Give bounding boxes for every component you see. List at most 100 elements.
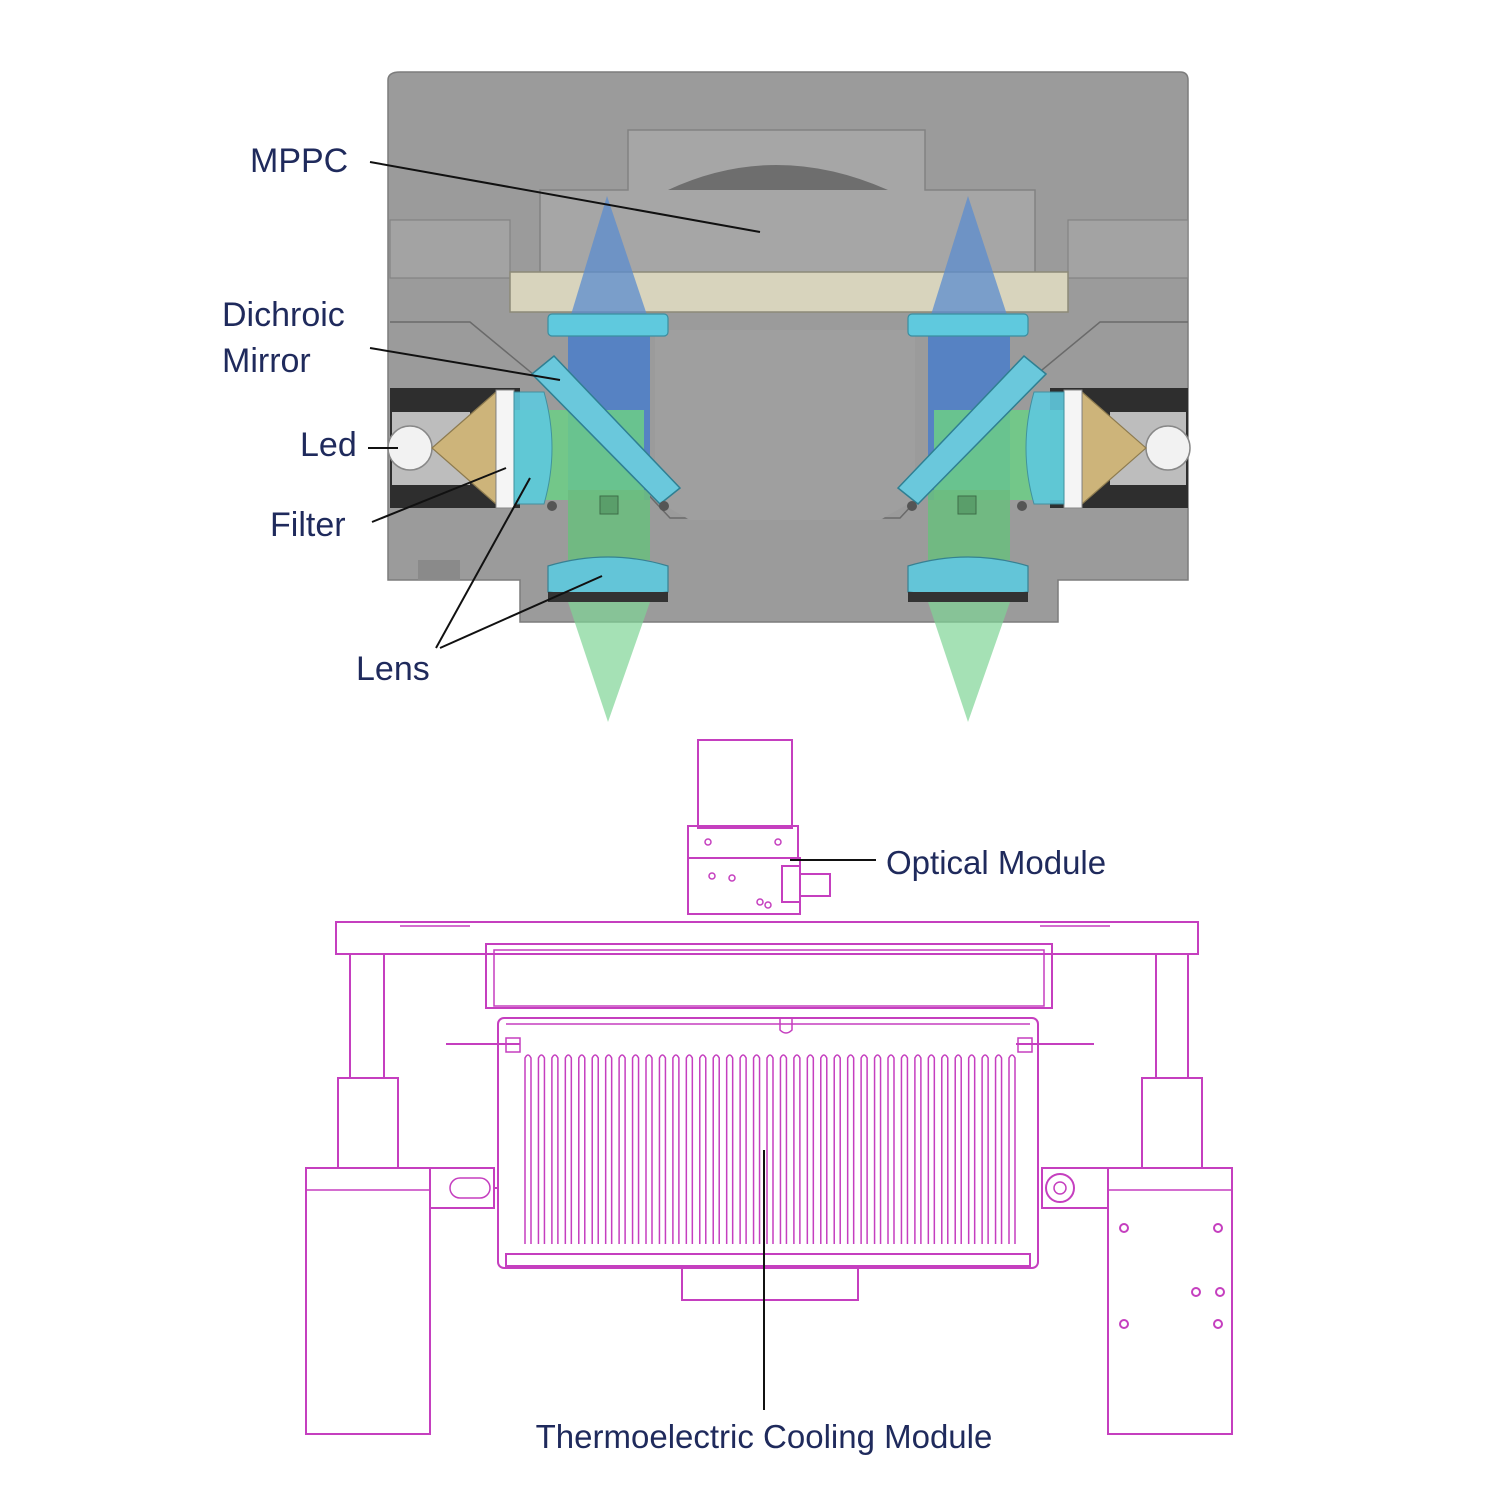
top-labels: MPPC Dichroic Mirror Led Filter Lens <box>222 142 761 688</box>
heatsink-fin <box>699 1054 707 1244</box>
heatsink-fin <box>725 1054 734 1244</box>
leader-filter <box>371 467 507 523</box>
housing-shelf-right <box>1067 219 1189 279</box>
ra-hole-3 <box>1191 1287 1201 1297</box>
lens-holder-right <box>908 592 1028 602</box>
heatsink-fin <box>766 1054 774 1244</box>
label-optical-module: Optical Module <box>886 844 1106 881</box>
heatsink-fin <box>578 1054 586 1244</box>
heatsink-fin <box>860 1054 868 1244</box>
housing-shelf-left <box>389 219 511 279</box>
mechanical-drawing <box>305 739 1233 1435</box>
heatsink-fin <box>712 1054 720 1244</box>
label-filter: Filter <box>270 506 346 544</box>
filter-left <box>495 389 515 509</box>
heatsink-fin <box>914 1054 922 1244</box>
leader-mppc <box>369 161 761 233</box>
om-hole-2 <box>774 838 782 846</box>
right-actuator <box>1107 1167 1233 1435</box>
screw-2 <box>659 501 669 511</box>
heatsink-fin <box>537 1054 546 1244</box>
heatsink-fin <box>779 1054 788 1244</box>
heatsink-fin <box>954 1054 962 1244</box>
heatsink-fin <box>900 1054 909 1244</box>
heatsink-base <box>505 1253 1031 1267</box>
label-lens: Lens <box>356 650 430 688</box>
left-pillar-rod <box>349 953 385 1079</box>
lens-holder-left <box>548 592 668 602</box>
heatsink-fin <box>1008 1054 1016 1244</box>
heatsink-fin <box>604 1054 613 1244</box>
heatsink-fin <box>631 1054 640 1244</box>
green-output-cone-left <box>568 602 650 722</box>
bottom-labels: Optical Module Thermoelectric Cooling Mo… <box>536 844 1106 1455</box>
heatsink-fin <box>981 1054 989 1244</box>
pin-right <box>957 495 977 515</box>
heatsink-fin <box>994 1054 1003 1244</box>
optical-module-top <box>697 739 793 829</box>
sample-block <box>485 943 1053 1009</box>
label-thermoelectric-cooling-module: Thermoelectric Cooling Module <box>536 1418 993 1455</box>
om-hole-3 <box>708 872 716 880</box>
heatsink-tab-right <box>1017 1037 1033 1053</box>
heatsink-fin <box>833 1054 841 1244</box>
heatsink-fin <box>618 1054 626 1244</box>
heatsink-fin <box>564 1054 573 1244</box>
om-hole-1 <box>704 838 712 846</box>
left-clevis-pin <box>449 1177 491 1199</box>
om-hole-6 <box>764 901 772 909</box>
optical-module-connector-tab <box>799 873 831 897</box>
heatsink-fin <box>524 1054 532 1244</box>
bottom-lens-left <box>547 556 669 597</box>
heatsink-fin <box>887 1054 895 1244</box>
left-pillar-sleeve <box>337 1077 399 1169</box>
blue-cone-right <box>930 196 1008 318</box>
ra-hole-6 <box>1213 1319 1223 1329</box>
blue-cone-left <box>570 196 648 318</box>
leader-dichroic <box>369 347 561 381</box>
optical-cross-section <box>387 71 1191 722</box>
heatsink-fin <box>658 1054 667 1244</box>
heatsink-fin <box>551 1054 559 1244</box>
om-hole-5 <box>756 898 764 906</box>
right-pillar-sleeve <box>1141 1077 1203 1169</box>
right-pillar-rod <box>1155 953 1189 1079</box>
collimator-left <box>513 391 553 505</box>
heatsink-fins <box>524 1054 1016 1244</box>
sample-block-inner <box>493 949 1045 1007</box>
leader-lens-1 <box>435 477 531 649</box>
label-dichroic-line2: Mirror <box>222 342 311 380</box>
screw-3 <box>907 501 917 511</box>
ra-hole-5 <box>1119 1319 1129 1329</box>
right-clevis-eye <box>1045 1173 1075 1203</box>
heatsink-fin <box>873 1054 882 1244</box>
inner-chamber-fill <box>655 330 915 520</box>
dichroic-mirror-left <box>530 354 682 506</box>
ra-hole-4 <box>1215 1287 1225 1297</box>
heatsink-fin <box>967 1054 976 1244</box>
label-mppc: MPPC <box>250 142 348 180</box>
label-led: Led <box>300 426 357 464</box>
leader-lens-2 <box>439 575 603 649</box>
label-dichroic-line1: Dichroic <box>222 296 345 334</box>
heatsink-fin <box>739 1054 747 1244</box>
top-lens-left <box>547 313 669 337</box>
heatsink-foot <box>681 1267 859 1301</box>
heatsink-fin <box>672 1054 680 1244</box>
heatsink-fin <box>820 1054 828 1244</box>
ra-hole-1 <box>1119 1223 1129 1233</box>
left-actuator <box>305 1167 431 1435</box>
screw-1 <box>547 501 557 511</box>
green-output-cone-right <box>928 602 1010 722</box>
heatsink-fin <box>752 1054 761 1244</box>
led-bulb-right <box>1145 425 1191 471</box>
top-plate <box>335 921 1199 955</box>
filter-right <box>1063 389 1083 509</box>
heatsink-fin <box>846 1054 855 1244</box>
optical-module-connector <box>781 865 801 903</box>
heatsink-fin <box>941 1054 949 1244</box>
right-clevis <box>1041 1167 1109 1209</box>
heatsink-fin <box>806 1054 815 1244</box>
heatsink-fin <box>927 1054 936 1244</box>
